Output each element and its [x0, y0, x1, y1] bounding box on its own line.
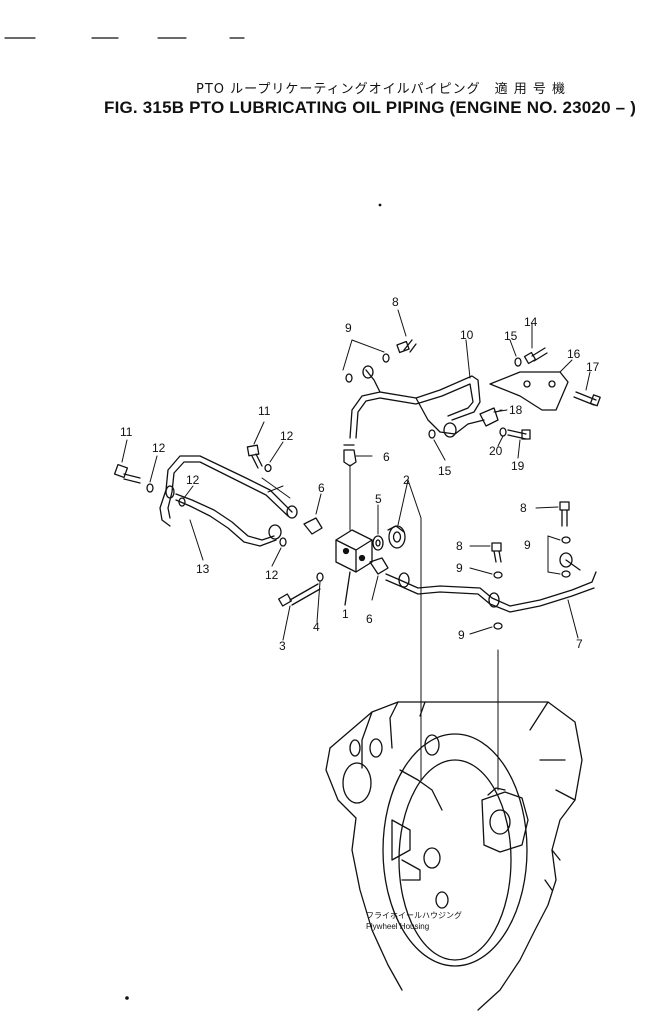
callout-9: 9	[456, 561, 463, 575]
callout-15: 15	[438, 464, 452, 478]
housing-label-english: Flywheel Housing	[366, 922, 429, 931]
callout-5: 5	[375, 492, 382, 506]
callout-6: 6	[318, 481, 325, 495]
figure-title-japanese: PTO ループリケーティングオイルパイピング 適 用 号 機	[196, 82, 566, 97]
callout-8: 8	[392, 295, 399, 309]
callout-15: 15	[504, 329, 518, 343]
flywheel-housing-drawing	[325, 701, 583, 1011]
distribution-block-assembly	[278, 444, 422, 641]
callout-16: 16	[567, 347, 581, 361]
cover-plate	[489, 371, 569, 411]
callout-6: 6	[366, 612, 373, 626]
callout-12: 12	[265, 568, 279, 582]
callout-8: 8	[456, 539, 463, 553]
callout-14: 14	[524, 315, 538, 329]
callout-9: 9	[345, 321, 352, 335]
callout-11: 11	[120, 425, 133, 439]
callout-11: 11	[258, 404, 271, 418]
left-pipe-assembly	[113, 421, 298, 567]
callout-3: 3	[279, 639, 286, 653]
callout-12: 12	[152, 441, 166, 455]
callout-7: 7	[576, 637, 583, 651]
distribution-block	[335, 529, 373, 573]
scan-marks	[4, 37, 382, 1000]
callout-20: 20	[489, 444, 503, 458]
callout-8: 8	[520, 501, 527, 515]
callout-12: 12	[186, 473, 200, 487]
callout-10: 10	[460, 328, 474, 342]
callout-18: 18	[509, 403, 523, 417]
callout-9: 9	[524, 538, 531, 552]
housing-label-japanese: フライホイールハウジング	[366, 910, 462, 920]
figure-title: FIG. 315B PTO LUBRICATING OIL PIPING (EN…	[104, 98, 637, 117]
upper-pipe-assembly	[342, 309, 601, 461]
callout-1: 1	[342, 607, 349, 621]
housing-bore-left	[342, 762, 372, 804]
callout-12: 12	[280, 429, 294, 443]
flywheel-housing-label: フライホイールハウジング Flywheel Housing	[366, 910, 462, 931]
callout-6: 6	[383, 450, 390, 464]
assembly-leader-lines	[349, 464, 499, 791]
callout-17: 17	[586, 360, 600, 374]
callout-2: 2	[403, 473, 410, 487]
callout-labels: 1 2 3 4 5 6 6 6 7 8 8 8 9 9 9 9 10 11 11…	[120, 295, 600, 653]
callout-19: 19	[511, 459, 525, 473]
callout-9: 9	[458, 628, 465, 642]
callout-13: 13	[196, 562, 210, 576]
housing-main-bore	[382, 733, 528, 967]
right-pipe-assembly	[385, 501, 597, 639]
callout-4: 4	[313, 620, 320, 634]
pto-boss	[481, 791, 529, 853]
